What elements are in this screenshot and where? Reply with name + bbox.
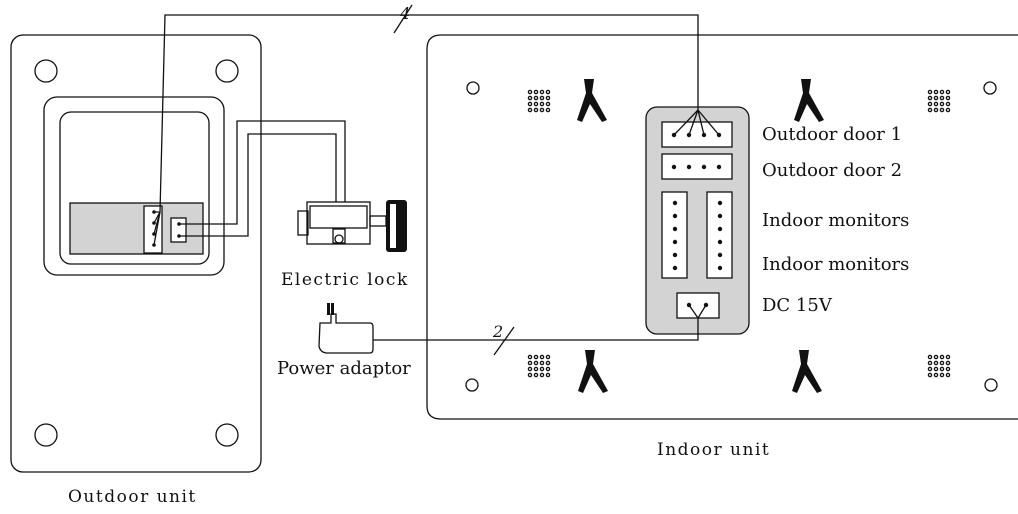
indoor-unit-label: Indoor unit: [657, 440, 770, 460]
mount-hole: [983, 81, 997, 95]
outdoor-door-2-label: Outdoor door 2: [762, 160, 902, 181]
adaptor-plug-pin: [327, 303, 330, 315]
lock-strike-plate: [386, 200, 407, 252]
mount-hole: [465, 378, 479, 392]
indoor-monitors-label-2: Indoor monitors: [762, 254, 909, 275]
dc-voltage-label: DC 15V: [762, 295, 833, 316]
bus-wire-fan: [688, 109, 699, 136]
mount-hole: [466, 81, 480, 95]
indoor-monitor-terminal-1: [661, 191, 688, 279]
bus-wire-fan: [153, 211, 161, 246]
terminal-pins: [717, 200, 723, 271]
terminal-pins: [672, 200, 678, 271]
bus-wire-4: [154, 14, 699, 213]
speaker-grille-icon: [527, 89, 551, 113]
mount-hole: [34, 59, 58, 83]
electric-lock-label: Electric lock: [281, 270, 409, 290]
lock-body: [306, 201, 371, 245]
strike-highlight: [390, 204, 396, 248]
power-adaptor-icon: [318, 303, 374, 354]
outdoor-door-1-terminal: [661, 121, 733, 148]
outdoor-camera-inner: [59, 111, 210, 265]
mounting-clip-icon: [577, 79, 607, 122]
wire-count-slash: [493, 326, 515, 356]
mount-hole: [984, 378, 998, 392]
wire-count-slash: [393, 4, 413, 34]
electric-lock-icon: [297, 200, 407, 252]
speaker-grille-icon: [927, 354, 951, 378]
mounting-clip-icon: [792, 350, 822, 393]
adaptor-body: [318, 313, 374, 354]
keyhole-icon: [334, 234, 344, 244]
outdoor-unit-label: Outdoor unit: [68, 487, 197, 507]
mounting-clip-icon: [794, 79, 824, 122]
mount-hole: [34, 423, 58, 447]
indoor-monitors-label-1: Indoor monitors: [762, 210, 909, 231]
indoor-unit-body: [426, 34, 1018, 420]
outdoor-door-1-label: Outdoor door 1: [762, 124, 902, 145]
outdoor-lock-terminal: [170, 217, 187, 243]
speaker-grille-icon: [527, 354, 551, 378]
lock-wire: [179, 120, 346, 225]
bus-wire-fan: [697, 109, 720, 136]
indoor-unit: [426, 34, 1018, 420]
lock-window: [309, 205, 368, 229]
lock-bolt: [369, 215, 387, 227]
outdoor-unit: [10, 34, 262, 473]
wire-count-label: 4: [399, 4, 410, 23]
outdoor-unit-body: [10, 34, 262, 473]
dc-power-terminal: [676, 292, 720, 319]
lock-wire: [179, 133, 337, 237]
adaptor-plug-pin: [331, 303, 334, 315]
mounting-clip-icon: [578, 350, 608, 393]
power-adaptor-label: Power adaptor: [277, 358, 411, 379]
power-wire-fan: [697, 304, 707, 319]
wire-count-label: 2: [492, 322, 503, 341]
bus-wire-fan: [697, 109, 705, 136]
terminal-pins: [671, 164, 722, 170]
power-wire: [373, 318, 699, 341]
bus-wire-fan: [673, 109, 699, 136]
power-wire-fan: [688, 304, 699, 319]
speaker-grille-icon: [927, 89, 951, 113]
mount-hole: [215, 423, 239, 447]
outdoor-camera-frame: [43, 96, 225, 276]
mount-hole: [215, 59, 239, 83]
lock-end-cap: [297, 210, 309, 236]
indoor-monitor-terminal-2: [706, 191, 733, 279]
wiring: [153, 4, 720, 356]
